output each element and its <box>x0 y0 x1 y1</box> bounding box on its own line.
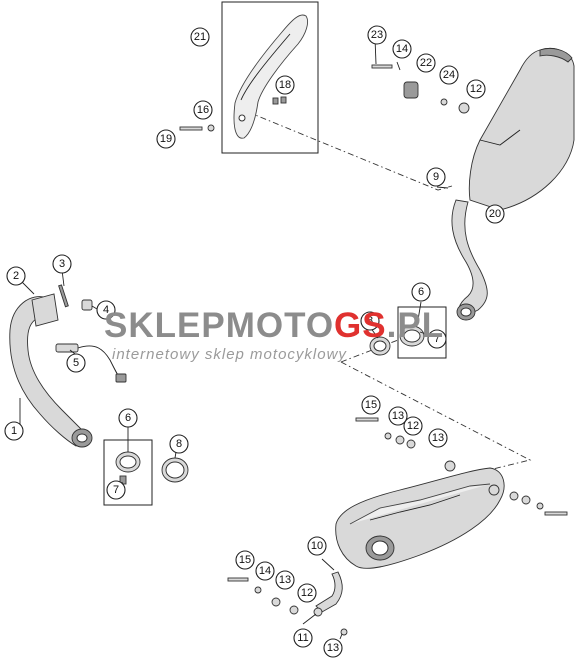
svg-text:12: 12 <box>301 587 313 599</box>
watermark-brand-red: GS <box>334 306 387 345</box>
gasket-8-left <box>161 457 189 483</box>
callout-13-bottom-a: 13 <box>275 570 295 590</box>
svg-text:23: 23 <box>371 29 383 41</box>
callout-23: 23 <box>367 25 387 45</box>
svg-text:14: 14 <box>259 565 271 577</box>
bracket-24-group <box>371 64 470 114</box>
svg-text:15: 15 <box>365 399 377 411</box>
svg-text:13: 13 <box>432 432 444 444</box>
callout-9: 9 <box>426 167 446 187</box>
clamp-6-left <box>115 451 141 485</box>
flange-2 <box>31 293 59 327</box>
callout-20: 20 <box>485 204 505 224</box>
svg-text:13: 13 <box>392 410 404 422</box>
svg-text:6: 6 <box>418 286 424 298</box>
svg-text:7: 7 <box>434 333 440 345</box>
svg-text:9: 9 <box>433 171 439 183</box>
assembly-line-shield <box>247 111 453 191</box>
washer-16 <box>207 124 215 132</box>
svg-text:8: 8 <box>176 438 182 450</box>
gasket-8-right <box>369 336 391 356</box>
svg-text:15: 15 <box>239 554 251 566</box>
svg-text:12: 12 <box>407 420 419 432</box>
watermark-tagline: internetowy sklep motocyklowy <box>112 346 347 363</box>
svg-text:13: 13 <box>279 574 291 586</box>
bracket-10 <box>313 571 343 617</box>
callout-12-top: 12 <box>466 79 486 99</box>
bolt-19 <box>179 126 203 131</box>
callout-6-left: 6 <box>118 408 138 428</box>
svg-text:1: 1 <box>11 425 17 437</box>
svg-text:8: 8 <box>367 315 373 327</box>
callout-3: 3 <box>52 254 72 274</box>
callout-14-bottom: 14 <box>255 561 275 581</box>
svg-text:16: 16 <box>197 104 209 116</box>
assembly-line-muffler <box>340 361 532 479</box>
collector-box <box>335 460 505 569</box>
heat-shield-group-frame <box>221 1 319 154</box>
gasket-3 <box>58 284 69 308</box>
svg-text:14: 14 <box>396 43 408 55</box>
callout-22: 22 <box>416 53 436 73</box>
watermark-brand-domain: .PL <box>387 306 444 345</box>
callout-13-mid-a: 13 <box>388 406 408 426</box>
callout-13-mid-b: 13 <box>428 428 448 448</box>
callout-21: 21 <box>190 27 210 47</box>
callout-13-bottom-b: 13 <box>323 638 343 658</box>
callout-4: 4 <box>96 300 116 320</box>
clamp-group-frame-right <box>397 306 447 359</box>
callout-5: 5 <box>66 353 86 373</box>
callout-14-top: 14 <box>392 39 412 59</box>
callout-8-left: 8 <box>169 434 189 454</box>
rear-muffler <box>468 47 575 211</box>
mount-hardware-right <box>509 491 568 516</box>
svg-text:7: 7 <box>113 484 119 496</box>
svg-text:12: 12 <box>470 83 482 95</box>
callout-11: 11 <box>293 628 313 648</box>
callout-19: 19 <box>156 129 176 149</box>
mount-hardware-top <box>355 417 416 449</box>
svg-text:24: 24 <box>443 69 455 81</box>
callout-15-mid: 15 <box>361 395 381 415</box>
callout-12-bottom: 12 <box>297 583 317 603</box>
sleeve-4 <box>81 299 93 311</box>
svg-text:5: 5 <box>73 357 79 369</box>
callout-7-left: 7 <box>106 480 126 500</box>
svg-text:SKLEPMOTOGS.PL: SKLEPMOTOGS.PL <box>104 306 444 345</box>
svg-text:6: 6 <box>125 412 131 424</box>
watermark: SKLEPMOTOGS.PL internetowy sklep motocyk… <box>104 306 444 363</box>
callout-1: 1 <box>4 421 24 441</box>
link-pipe <box>451 199 488 321</box>
watermark-brand-gray: SKLEPMOTO <box>104 306 334 345</box>
svg-text:21: 21 <box>194 31 206 43</box>
callout-15-bottom: 15 <box>235 550 255 570</box>
callout-8-right: 8 <box>360 311 380 331</box>
screw-18 <box>272 96 287 105</box>
callout-2: 2 <box>6 266 26 286</box>
callout-16: 16 <box>193 100 213 120</box>
clamp-6-right <box>399 325 425 347</box>
svg-text:3: 3 <box>59 258 65 270</box>
heat-shield <box>233 14 309 139</box>
callout-6-right: 6 <box>411 282 431 302</box>
svg-text:10: 10 <box>311 540 323 552</box>
svg-text:11: 11 <box>297 632 308 644</box>
lambda-sensor-5 <box>55 343 127 383</box>
mount-hardware-bottom <box>227 577 348 636</box>
callout-12-mid: 12 <box>403 416 423 436</box>
svg-text:18: 18 <box>279 79 291 91</box>
svg-text:19: 19 <box>160 133 172 145</box>
callout-7-right: 7 <box>427 329 447 349</box>
svg-text:2: 2 <box>13 270 19 282</box>
callout-24: 24 <box>439 65 459 85</box>
svg-text:22: 22 <box>420 57 432 69</box>
svg-text:13: 13 <box>327 642 339 654</box>
callout-10: 10 <box>307 536 327 556</box>
svg-text:4: 4 <box>103 304 109 316</box>
header-pipe <box>9 296 93 448</box>
svg-text:20: 20 <box>489 208 501 220</box>
callout-18: 18 <box>275 75 295 95</box>
